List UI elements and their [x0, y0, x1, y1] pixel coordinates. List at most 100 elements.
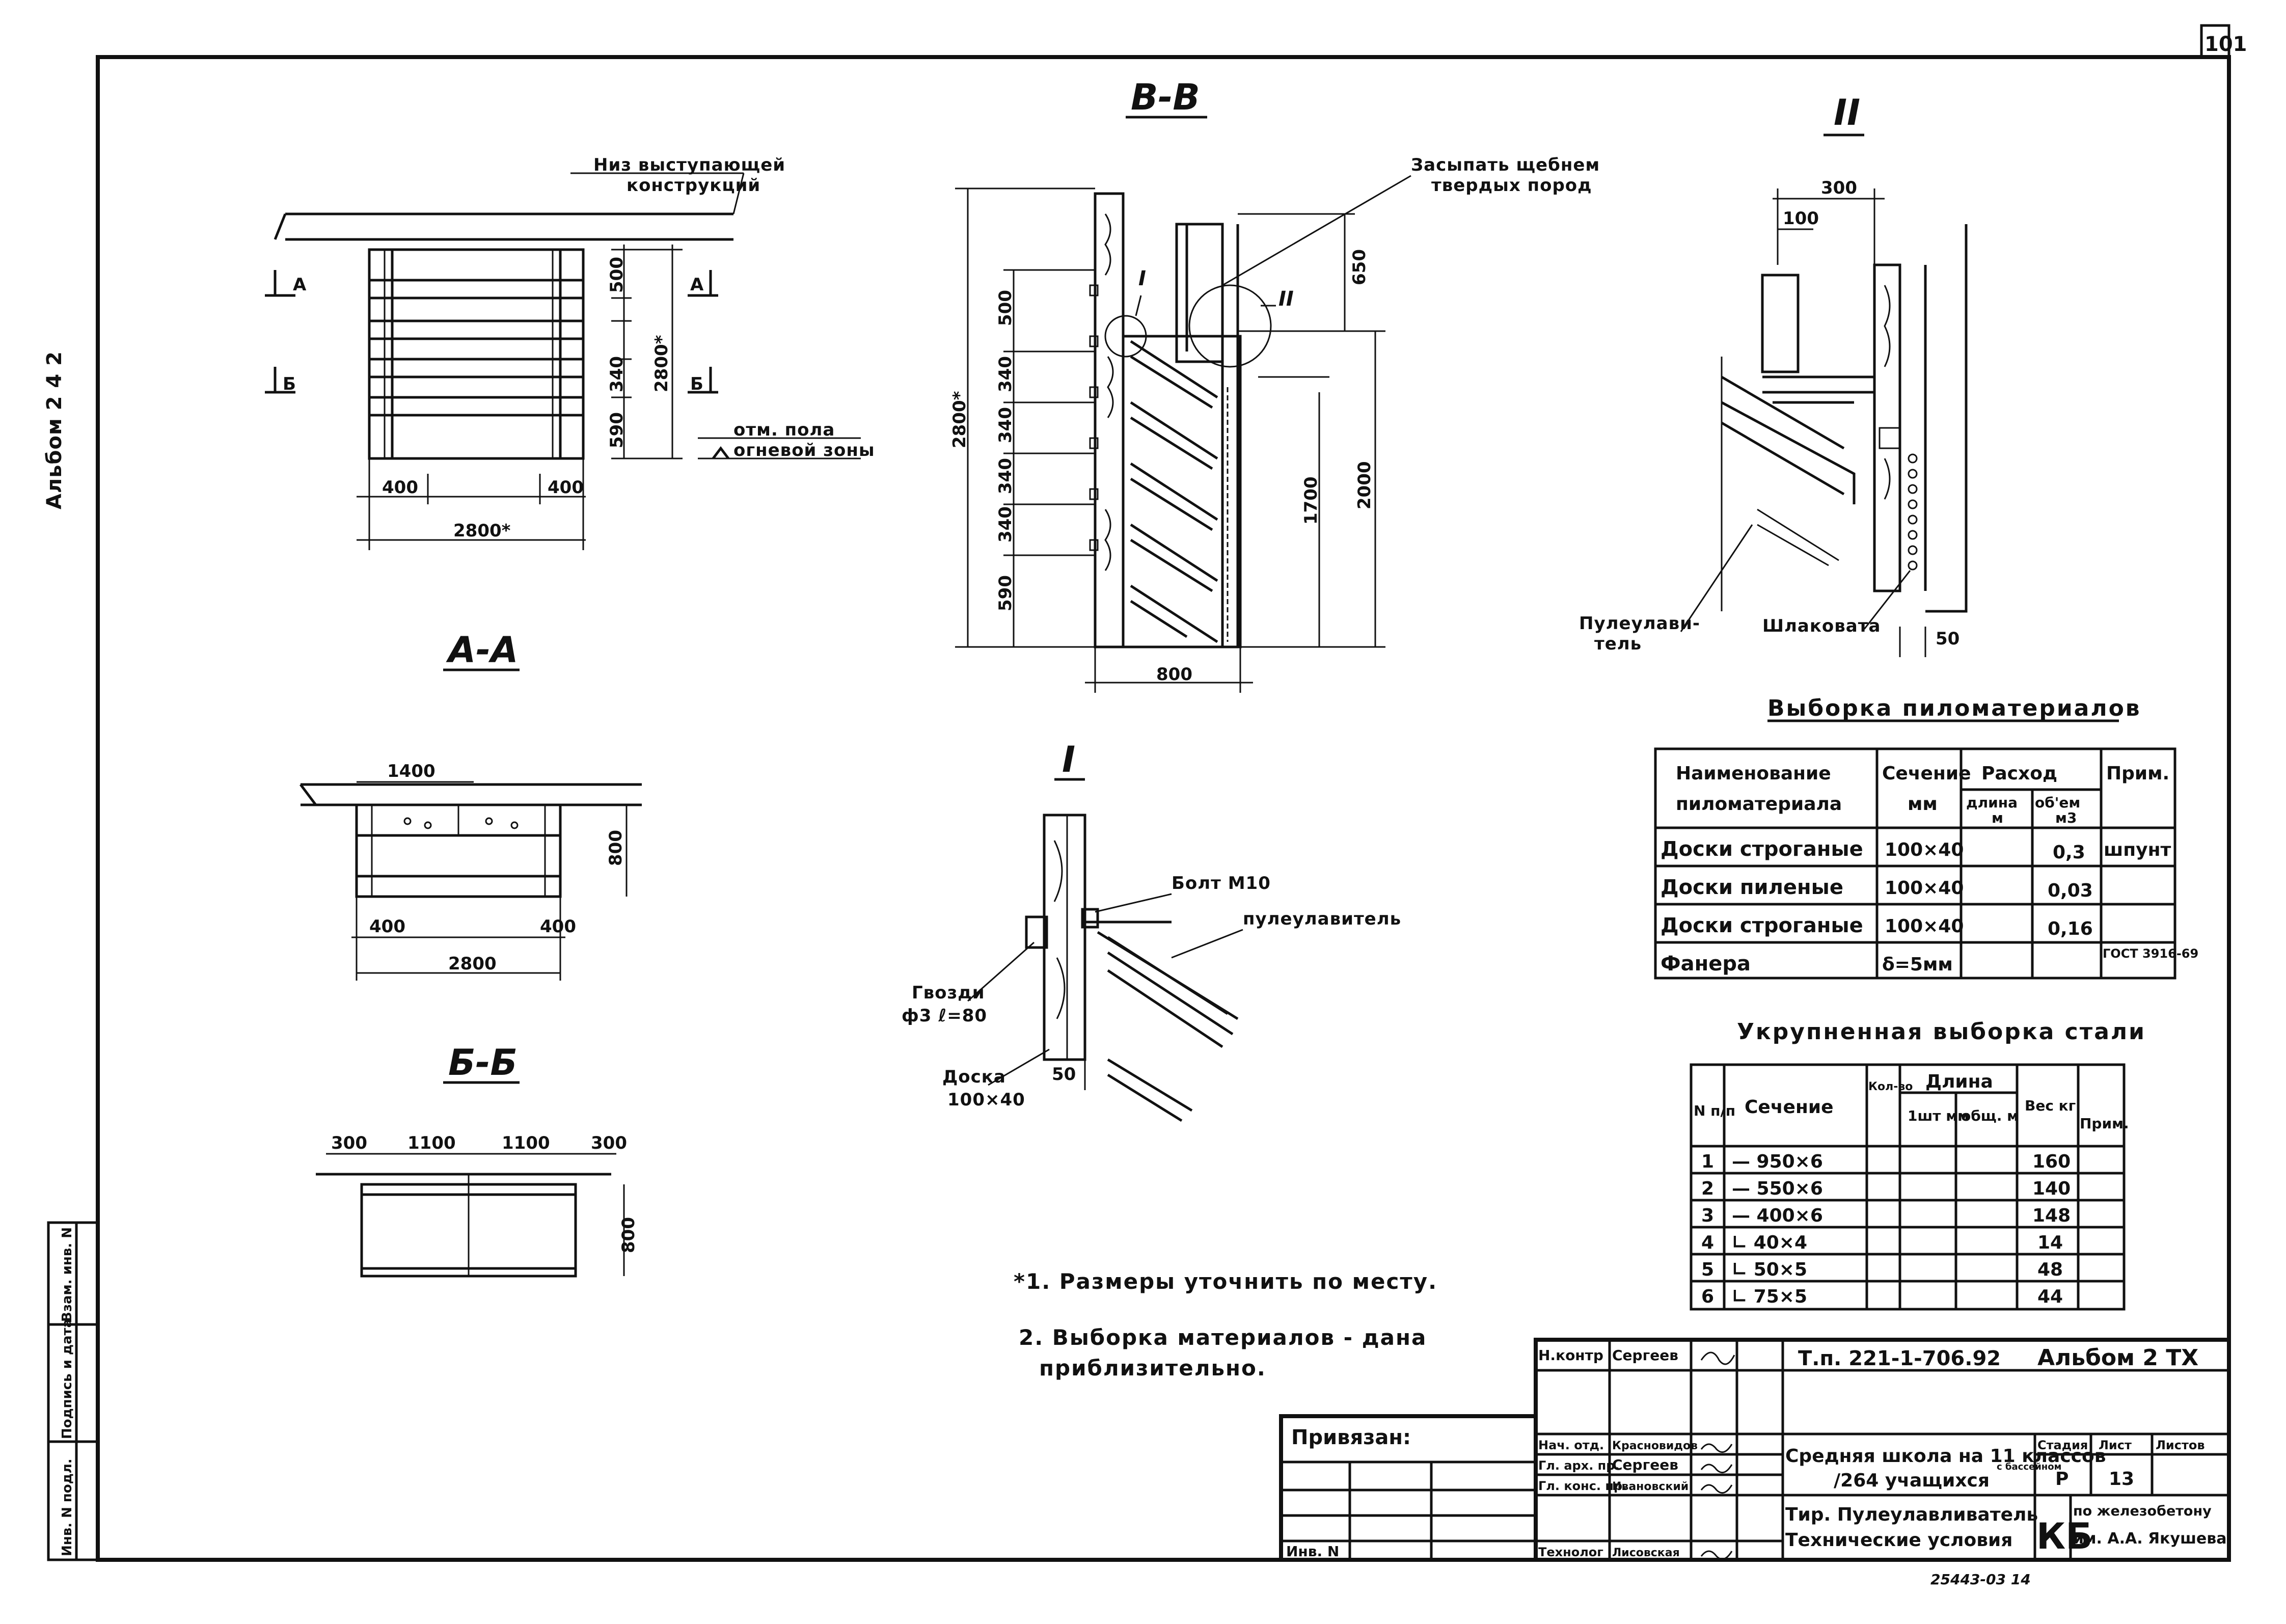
steel-row-3-w: 148 — [2032, 1205, 2071, 1226]
stamp-doc-code: Т.п. 221-1-706.92 — [1798, 1347, 2001, 1370]
detail-i: I Болт М10 пулеулавитель Гвозди ф3 ℓ=80 … — [902, 739, 1401, 1122]
steel-table: Укрупненная выборка стали N п/п Сечение … — [1690, 1019, 2146, 1311]
sheet-number: 101 — [2205, 33, 2247, 56]
steel-row: 1 — 950×6 160 — [1701, 1151, 2071, 1172]
steel-row: 5 ∟ 50×5 48 — [1701, 1259, 2063, 1280]
stamp-sheet-title-2: Технические условия — [1785, 1530, 2012, 1551]
signature-mark — [1700, 1464, 1733, 1474]
lumber-h-len1: длина — [1966, 794, 2018, 811]
aa-dim-2800: 2800 — [448, 954, 497, 974]
lumber-row-4-note: ГОСТ 3916-69 — [2103, 946, 2198, 961]
steel-row-2-w: 140 — [2032, 1178, 2071, 1199]
steel-h-sec: Сечение — [1745, 1097, 1833, 1118]
steel-title: Укрупненная выборка стали — [1737, 1019, 2146, 1045]
bb-dim-590: 590 — [995, 575, 1016, 611]
front-cut-a-right: А — [690, 275, 704, 295]
stamp-role-5: Технолог — [1538, 1545, 1603, 1559]
front-dim-400-left: 400 — [382, 477, 418, 498]
i-board1: Доска — [942, 1067, 1006, 1087]
note-1: *1. Размеры уточнить по месту. — [1014, 1269, 1437, 1294]
stamp-name-4: Ивановский — [1612, 1480, 1689, 1493]
stamp-bound: Привязан: — [1291, 1426, 1411, 1449]
front-view: Низ выступающей конструкций А А Б Б — [265, 155, 875, 550]
steel-row-1-sec: — 950×6 — [1732, 1151, 1823, 1172]
note-2b: приблизительно. — [1039, 1356, 1266, 1381]
bb-dim-340b: 340 — [995, 407, 1016, 443]
i-title: I — [1062, 739, 1075, 780]
side-cell-inv: Инв. N подл. — [60, 1458, 75, 1556]
bb-dim-2800: 2800* — [949, 391, 970, 448]
stamp-footer: 25443-03 14 — [1930, 1571, 2031, 1588]
bb-dim-1700: 1700 — [1301, 476, 1321, 525]
lumber-table: Выборка пиломатериалов Наименование пило… — [1654, 695, 2198, 980]
steel-row-2-n: 2 — [1701, 1178, 1714, 1199]
bb-mark-ii: II — [1278, 287, 1294, 311]
title-block: Привязан: Инв. N Н.контр Сергеев Нач. от… — [1279, 1338, 2231, 1588]
i-board2: 100×40 — [947, 1090, 1025, 1110]
ii-label-wool: Шлаковата — [1762, 616, 1881, 636]
steel-h-len: Длина — [1925, 1071, 1993, 1092]
lumber-row-4-sec: δ=5мм — [1882, 954, 1953, 975]
steel-row: 4 ∟ 40×4 14 — [1701, 1232, 2063, 1253]
side-cell-sign: Подпись и дата — [60, 1319, 75, 1439]
lumber-row-4-name: Фанера — [1661, 952, 1751, 976]
steel-row-5-w: 48 — [2037, 1259, 2063, 1280]
lumber-row: Фанера δ=5мм ГОСТ 3916-69 — [1661, 946, 2198, 976]
section-bb-lower: Б-Б 300 1100 1100 300 800 — [316, 1042, 639, 1278]
i-nails2: ф3 ℓ=80 — [902, 1006, 987, 1026]
stamp-org-1: по железобетону — [2073, 1503, 2212, 1519]
steel-row-1-n: 1 — [1701, 1151, 1714, 1172]
stamp-project-note: с бассейном — [1997, 1461, 2061, 1472]
lumber-h-vol1: об'ем — [2035, 794, 2080, 811]
stamp-name-3: Сергеев — [1612, 1456, 1678, 1473]
ii-label-trap2: тель — [1594, 634, 1642, 654]
lumber-row-1-vol: 0,3 — [2053, 842, 2085, 863]
front-dim-2800h: 2800* — [453, 521, 511, 541]
bb-mark-i: I — [1138, 267, 1146, 290]
stamp-project-2: /264 учащихся — [1834, 1470, 1990, 1491]
lumber-title: Выборка пиломатериалов — [1767, 695, 2141, 721]
bb-title: В-В — [1131, 76, 1200, 118]
bb-dim-340c: 340 — [995, 458, 1016, 494]
stamp-sheet-h: Лист — [2099, 1438, 2132, 1452]
ii-title: II — [1834, 92, 1860, 133]
steel-row-6-sec: ∟ 75×5 — [1732, 1286, 1807, 1307]
side-cell-replace: Взам. инв. N — [60, 1227, 75, 1322]
bbsec-dim-800: 800 — [618, 1217, 639, 1253]
sheet-number-box — [2200, 24, 2230, 59]
bb-dim-800: 800 — [1156, 664, 1192, 685]
stamp-org-2: им. А.А. Якушева — [2073, 1530, 2227, 1548]
steel-row: 6 ∟ 75×5 44 — [1701, 1286, 2063, 1307]
lumber-h-len2: м — [1992, 809, 2003, 826]
lumber-row-2-sec: 100×40 — [1885, 878, 1964, 899]
steel-row-3-sec: — 400×6 — [1732, 1205, 1823, 1226]
lumber-row: Доски пиленые 100×40 0,03 — [1661, 876, 2093, 901]
steel-row-4-n: 4 — [1701, 1232, 1714, 1253]
bb-label-fill2: твердых пород — [1431, 175, 1592, 196]
front-dim-400-right: 400 — [548, 477, 584, 498]
bb-dim-340d: 340 — [995, 506, 1016, 543]
lumber-row-2-vol: 0,03 — [2048, 880, 2093, 901]
steel-row: 2 — 550×6 140 — [1701, 1178, 2071, 1199]
stamp-sheet-title-1: Тир. Пулеулавливатель — [1785, 1504, 2038, 1525]
detail-ii: II 300 100 Пулеулави- тель Шлаковата 50 — [1579, 92, 1968, 657]
lumber-row: Доски строганые 100×40 0,3 шпунт — [1661, 837, 2171, 863]
lumber-h-note: Прим. — [2106, 763, 2169, 784]
bb-label-fill: Засыпать щебнем — [1411, 155, 1600, 175]
note-2a: 2. Выборка материалов - дана — [1019, 1325, 1427, 1350]
steel-h-qty: Кол-во — [1868, 1080, 1913, 1093]
steel-row-4-sec: ∟ 40×4 — [1732, 1232, 1807, 1253]
sheet-frame — [96, 55, 2231, 1562]
i-dim-50: 50 — [1052, 1064, 1076, 1085]
lumber-h-use: Расход — [1981, 763, 2057, 784]
aa-dim-400-left: 400 — [369, 916, 405, 937]
front-cut-b-left: Б — [283, 374, 296, 394]
steel-row-1-w: 160 — [2032, 1151, 2071, 1172]
front-dim-590: 590 — [607, 412, 627, 448]
bb-dim-340a: 340 — [995, 356, 1016, 392]
lumber-row: Доски строганые 100×40 0,16 — [1661, 914, 2093, 939]
lumber-h-sec1: Сечение — [1882, 763, 1971, 784]
signature-mark — [1700, 1351, 1735, 1365]
steel-row-6-w: 44 — [2037, 1286, 2063, 1307]
